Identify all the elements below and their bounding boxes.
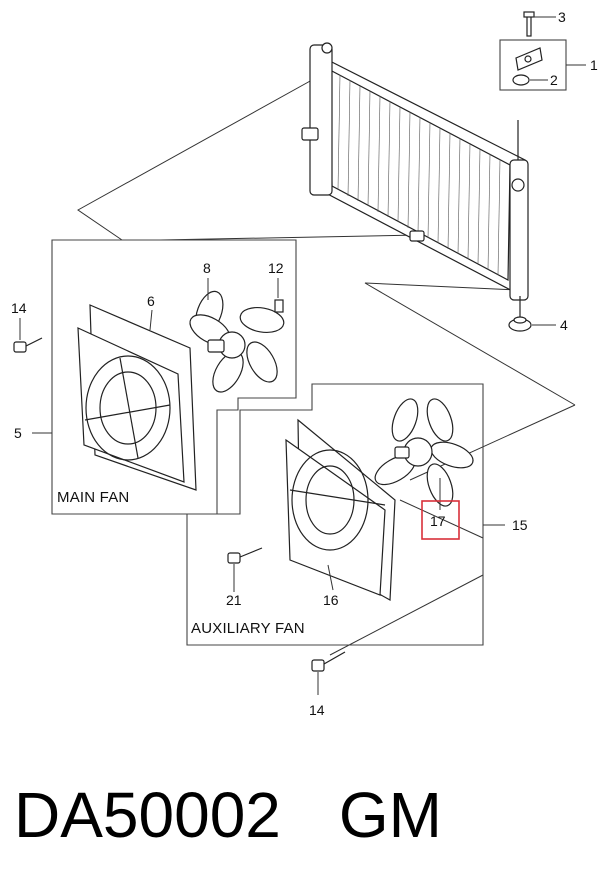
assembly-guide-lines	[77, 69, 576, 656]
callout-5: 5	[14, 425, 22, 441]
rubber-mount-4	[508, 316, 556, 332]
callout-4: 4	[560, 317, 568, 333]
callout-12: 12	[268, 260, 284, 276]
main-fan-blades	[189, 290, 285, 393]
callout-15: 15	[512, 517, 528, 533]
callout-6: 6	[147, 293, 155, 309]
auxiliary-fan-label: AUXILIARY FAN	[191, 620, 305, 637]
callout-14-left: 14	[11, 300, 27, 316]
auxiliary-fan-box	[186, 383, 505, 646]
exploded-parts-diagram: 1 2 3 4 5 6 8 12 14 14 15 16 17 21 MAIN …	[11, 9, 598, 718]
part-number: DA50002	[14, 779, 281, 851]
callout-21: 21	[226, 592, 242, 608]
callout-8: 8	[203, 260, 211, 276]
callout-2: 2	[550, 72, 558, 88]
footer-part-number: DA50002 GM	[14, 765, 594, 865]
radiator	[301, 42, 529, 318]
callout-3: 3	[558, 9, 566, 25]
callout-17: 17	[430, 513, 446, 529]
callout-14-bottom: 14	[309, 702, 325, 718]
auxiliary-fan-blades	[374, 398, 474, 507]
main-fan-label: MAIN FAN	[57, 489, 129, 506]
main-fan-box	[32, 239, 297, 515]
callout-16: 16	[323, 592, 339, 608]
bracket-group-1	[499, 11, 586, 91]
highlight-frame-17	[421, 500, 460, 540]
bolt-14-bottom	[311, 651, 346, 695]
bolt-14-left	[13, 318, 43, 353]
callout-1: 1	[590, 57, 598, 73]
brand-name: GM	[338, 779, 442, 851]
